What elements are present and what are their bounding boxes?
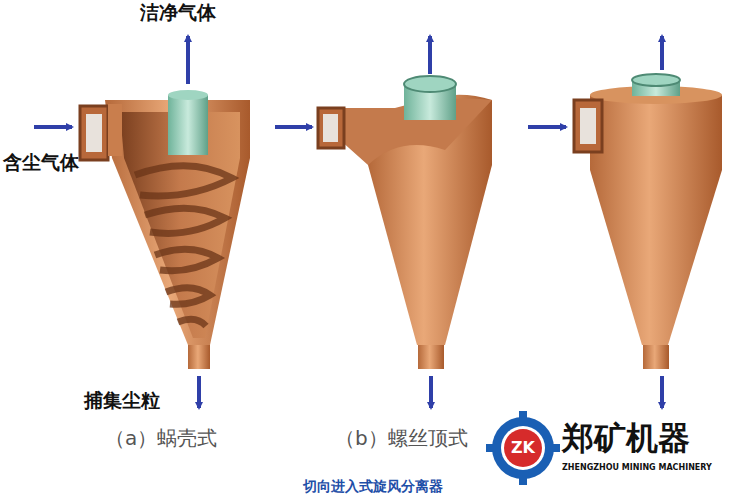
flow-label: 洁净气体 [140, 2, 216, 24]
flow-label: 含尘气体 [3, 152, 79, 174]
caption: 切向进入式旋风分离器 [303, 478, 443, 494]
type-label: （a）蜗壳式 [105, 427, 217, 450]
type-label: （b）螺丝顶式 [335, 427, 468, 450]
flow-label: 捕集尘粒 [84, 390, 160, 412]
logo-gear [486, 411, 560, 485]
logo-name: 郑矿机器 [562, 420, 690, 457]
cyclone-a [34, 36, 250, 408]
cyclone-c [528, 36, 722, 408]
logo-mark: ZK [511, 439, 535, 457]
logo-english: ZHENGZHOU MINING MACHINERY [562, 463, 712, 472]
cyclone-b [275, 36, 492, 408]
